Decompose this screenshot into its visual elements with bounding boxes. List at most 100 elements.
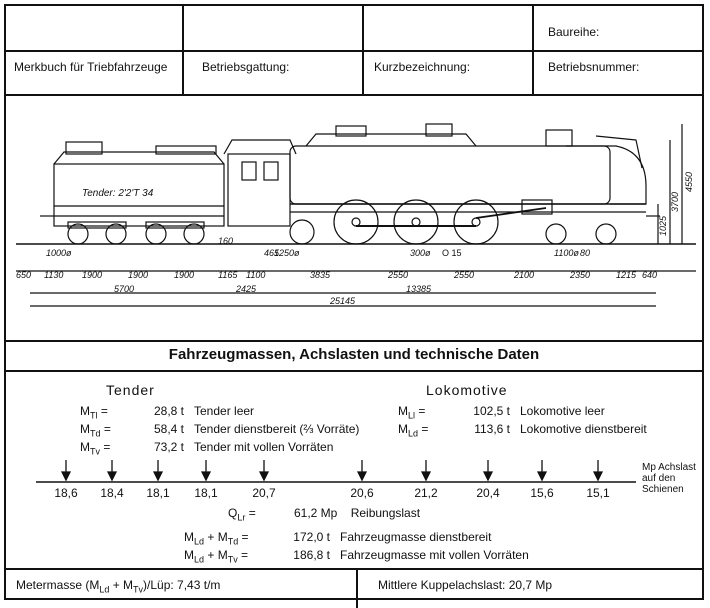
dim-label: 5700 <box>114 284 134 294</box>
dim-label: 3835 <box>310 270 331 280</box>
symbol-sub: Tv <box>90 446 100 457</box>
axle-legend-line: Mp Achslast <box>642 462 696 473</box>
axle-arrow-head <box>482 471 494 482</box>
locomotive-drawing: Tender: 2'2'T 34 1000ø 1250ø 300ø O 15 1… <box>16 123 696 307</box>
kurzbezeichnung-label: Kurzbezeichnung: <box>374 60 471 74</box>
reibungslast-row: QLr = 61,2 Mp Reibungslast <box>228 506 421 523</box>
wheel-label: 160 <box>218 236 233 246</box>
symbol-sub: Ld <box>194 554 205 565</box>
axle-load-value: 18,1 <box>194 486 218 500</box>
mass-desc: Lokomotive dienstbereit <box>520 422 647 436</box>
axle-arrow-head <box>152 471 164 482</box>
dim-label: 2350 <box>569 270 590 280</box>
dim-label: 1900 <box>82 270 102 280</box>
dim-label: 1215 <box>616 270 637 280</box>
symbol: M <box>184 548 194 562</box>
mass-desc: Tender leer <box>194 404 255 418</box>
axle-load-value: 20,4 <box>476 486 500 500</box>
dim-label: 2550 <box>387 270 408 280</box>
height-dim: 1025 <box>658 215 668 236</box>
axle-arrow-head <box>420 471 432 482</box>
axle-load-value: 21,2 <box>414 486 438 500</box>
dim-label: 2550 <box>453 270 474 280</box>
dim-label: 650 <box>16 270 31 280</box>
symbol-sub: Ld <box>408 428 419 439</box>
symbol-sub: Tl <box>90 410 98 421</box>
symbol: M <box>217 530 228 544</box>
wheel-label: 1250ø <box>274 248 300 258</box>
lokomotive-heading: Lokomotive <box>426 382 508 398</box>
symbol: M <box>217 548 228 562</box>
mass-value: 102,5 t <box>473 404 510 418</box>
reibungslast-value: 61,2 Mp <box>293 506 338 520</box>
axle-load-value: 15,6 <box>530 486 554 500</box>
symbol-sub: Td <box>90 428 101 439</box>
wheel-label: 300ø <box>410 248 431 258</box>
symbol: M <box>398 404 408 418</box>
symbol: M <box>80 404 90 418</box>
symbol-sub: Td <box>227 536 239 547</box>
tender-label: Tender: 2'2'T 34 <box>82 188 154 199</box>
betriebsgattung-label: Betriebsgattung: <box>202 60 290 74</box>
dim-label: 1165 <box>218 270 238 280</box>
fahrzeugmasse-value: 172,0 t <box>293 530 330 544</box>
axle-load-value: 15,1 <box>586 486 610 500</box>
axle-legend-line: auf den <box>642 473 676 484</box>
dim-label: 1100 <box>246 270 265 280</box>
height-dim: 4550 <box>684 172 694 192</box>
fahrzeugmasse-desc: Fahrzeugmasse dienstbereit <box>340 530 492 544</box>
kuppelachslast-label: Mittlere Kuppelachslast: 20,7 Mp <box>378 578 553 592</box>
axle-arrow-head <box>106 471 118 482</box>
metermasse-text: + M <box>109 578 134 592</box>
dim-label: 1130 <box>44 270 63 280</box>
baureihe-label: Baureihe: <box>548 25 600 39</box>
fahrzeugmasse-desc: Fahrzeugmasse mit vollen Vorräten <box>340 548 529 562</box>
wheel-label: O 15 <box>442 248 462 258</box>
symbol-sub: Tv <box>133 584 144 595</box>
axle-legend: Mp Achslast auf den Schienen <box>642 462 696 495</box>
axle-load-value: 20,7 <box>252 486 276 500</box>
axle-arrow-head <box>200 471 212 482</box>
symbol: M <box>80 440 90 454</box>
dim-label: 2100 <box>513 270 534 280</box>
wheel-label: 1100ø <box>554 248 579 258</box>
symbol: Q <box>228 506 238 520</box>
symbol: M <box>398 422 408 436</box>
section-title: Fahrzeugmassen, Achslasten und technisch… <box>168 346 540 363</box>
axle-arrow-head <box>592 471 604 482</box>
axle-load-diagram <box>36 460 636 483</box>
axle-load-value: 20,6 <box>350 486 374 500</box>
symbol-sub: Ld <box>99 584 110 595</box>
wheel-label: 1000ø <box>46 248 72 258</box>
symbol: M <box>80 422 90 436</box>
dim-label: 640 <box>642 270 657 280</box>
fahrzeugmasse-value: 186,8 t <box>293 548 330 562</box>
metermasse-text: Metermasse (M <box>16 578 100 592</box>
metermasse-text: )/Lüp: 7,43 t/m <box>143 578 221 592</box>
mass-value: 113,6 t <box>474 422 510 436</box>
height-dim: 3700 <box>670 192 680 212</box>
mass-desc: Tender dienstbereit (⅔ Vorräte) <box>194 422 360 436</box>
axle-load-value: 18,6 <box>54 486 78 500</box>
mass-desc: Lokomotive leer <box>520 404 605 418</box>
axle-legend-line: Schienen <box>642 484 684 495</box>
axle-load-value: 18,1 <box>146 486 170 500</box>
symbol: M <box>184 530 194 544</box>
merkbuch-label: Merkbuch für Triebfahrzeuge <box>14 60 168 74</box>
dim-label: 1900 <box>174 270 194 280</box>
symbol-sub: Lr <box>237 512 246 523</box>
metermasse-label: Metermasse (MLd + MTv)/Lüp: 7,43 t/m <box>16 578 220 594</box>
wheel-label: 80 <box>580 248 590 258</box>
mass-value: 73,2 t <box>153 440 184 454</box>
tender-heading: Tender <box>106 382 155 398</box>
axle-arrow-head <box>356 471 368 482</box>
reibungslast-desc: Reibungslast <box>350 506 421 520</box>
dim-label: 1900 <box>128 270 148 280</box>
symbol-sub: Ll <box>408 410 416 421</box>
